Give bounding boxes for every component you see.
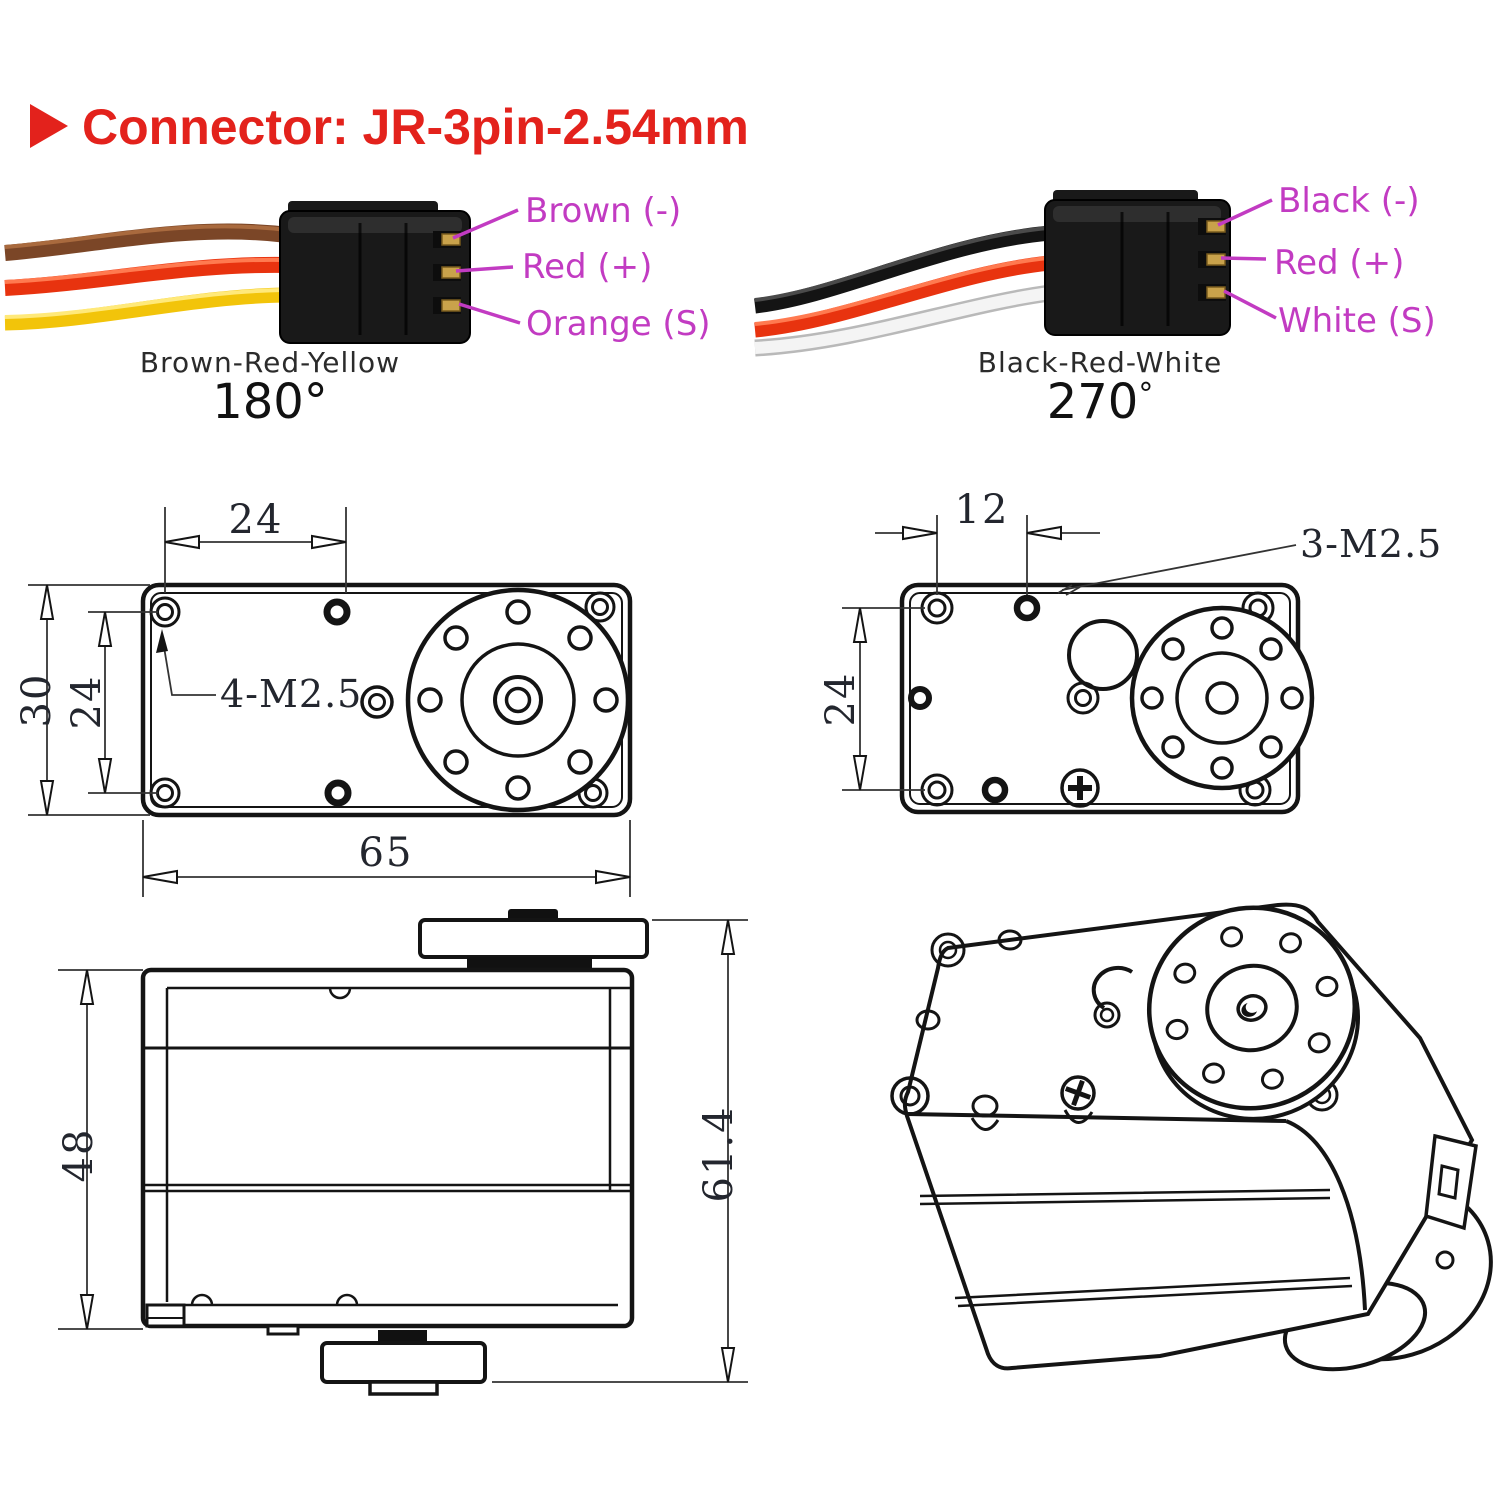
wire-order-caption-180: Brown-Red-Yellow	[139, 346, 401, 379]
corner-screw-holes	[149, 591, 616, 809]
pin-label-white-signal: White (S)	[1278, 301, 1436, 341]
rotation-angle-270: 270°	[880, 374, 1320, 430]
dimension-total-height-61-4: 61.4	[492, 919, 748, 1383]
pin-label-red-positive: Red (+)	[1274, 243, 1404, 283]
output-horn-bottom	[320, 1330, 487, 1396]
pin-leader-lines	[1217, 198, 1277, 320]
thread-note-4-m2-5: 4-M2.5	[156, 629, 362, 716]
svg-text:61.4: 61.4	[696, 1105, 742, 1202]
wire-bundle-brown-red-yellow	[4, 223, 289, 331]
pin-label-black-negative: Black (-)	[1278, 181, 1420, 221]
side-view-drawing: 48 61.4	[56, 909, 748, 1396]
pin-label-orange-signal: Orange (S)	[526, 304, 711, 344]
section-marker-icon	[30, 104, 68, 148]
isometric-view-drawing	[890, 902, 1493, 1372]
rotation-angle-value: 270	[1046, 374, 1139, 430]
pin-contacts	[433, 231, 461, 314]
page-title: Connector: JR-3pin-2.54mm	[82, 99, 749, 155]
pin-label-brown-negative: Brown (-)	[525, 191, 681, 231]
wire-order-caption-270: Black-Red-White	[977, 346, 1223, 379]
svg-text:48: 48	[56, 1128, 102, 1183]
dimension-length-65: 65	[142, 820, 631, 897]
dimension-body-height-48: 48	[56, 969, 143, 1330]
svg-text:30: 30	[14, 673, 60, 728]
servo-body-side	[140, 967, 635, 1336]
output-flange	[405, 587, 631, 813]
top-view-180-drawing: 24 30 24 4-M2.5 65	[14, 497, 633, 897]
pin-contacts	[1198, 218, 1226, 301]
phillips-screw	[1060, 768, 1100, 808]
dimension-top-12: 12	[875, 487, 1100, 595]
pin-leader-lines	[452, 208, 521, 325]
svg-text:12: 12	[955, 487, 1010, 533]
connector-housing	[279, 201, 471, 344]
svg-text:24: 24	[229, 497, 284, 543]
svg-text:24: 24	[818, 672, 864, 727]
top-view-270-drawing: 12 3-M2.5 24	[818, 487, 1442, 815]
svg-text:3-M2.5: 3-M2.5	[1300, 522, 1442, 566]
phillips-screw-iso	[1060, 1075, 1096, 1111]
degree-symbol: °	[1138, 377, 1154, 412]
dimension-height-30: 30	[14, 584, 150, 816]
wire-bundle-black-red-white	[754, 225, 1052, 357]
side-connector-tab	[1424, 1133, 1478, 1270]
svg-text:4-M2.5: 4-M2.5	[220, 672, 362, 716]
mount-holes	[908, 594, 1139, 804]
dimension-hole-spacing-24: 24	[64, 611, 158, 794]
output-horn-top	[418, 909, 649, 970]
pin-label-red-positive: Red (+)	[522, 247, 652, 287]
output-flange	[1129, 605, 1315, 791]
dimension-top-24: 24	[164, 497, 347, 593]
output-flange-iso	[1146, 905, 1361, 1121]
svg-text:24: 24	[64, 675, 110, 730]
connector-housing	[1044, 190, 1231, 336]
svg-text:65: 65	[359, 830, 414, 876]
connector-photo-270: Black (-) Red (+) White (S)	[754, 181, 1436, 357]
thread-note-3-m2-5: 3-M2.5	[1057, 522, 1442, 596]
dimension-hole-spacing-24: 24	[818, 607, 925, 791]
rotation-angle-180: 180°	[212, 374, 328, 430]
mount-holes	[323, 598, 394, 807]
connector-photo-180: Brown (-) Red (+) Orange (S)	[4, 191, 711, 344]
